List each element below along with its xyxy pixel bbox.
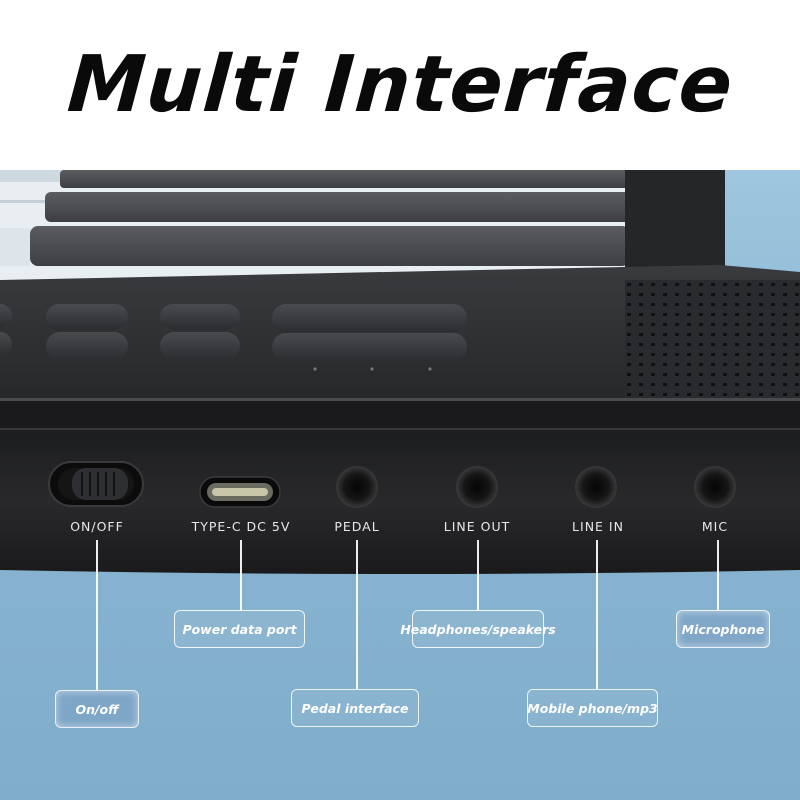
- mic-jack: [694, 466, 736, 508]
- leader-line-mobile: [596, 540, 598, 689]
- callout-power: Power data port: [174, 610, 305, 648]
- callout-onoff: On/off: [55, 690, 139, 728]
- title-banner: Multi Interface: [0, 0, 800, 170]
- speaker-grille: [625, 280, 800, 405]
- product-scene: ON/OFF TYPE-C DC 5V PEDAL LINE OUT LINE …: [0, 170, 800, 800]
- leader-line-microphone: [717, 540, 719, 610]
- port-label-pedal: PEDAL: [334, 519, 380, 534]
- port-label-mic: MIC: [701, 519, 729, 534]
- lineout-jack: [456, 466, 498, 508]
- port-label-linein: LINE IN: [572, 519, 624, 534]
- leader-line-headphones: [477, 540, 479, 610]
- keyboard-device: [0, 170, 800, 574]
- port-label-typec: TYPE-C DC 5V: [191, 519, 291, 534]
- pedal-jack: [336, 466, 378, 508]
- leader-line-power: [240, 540, 242, 610]
- leader-line-pedal: [356, 540, 358, 689]
- callout-microphone: Microphone: [676, 610, 770, 648]
- control-buttons: [0, 304, 467, 371]
- callout-headphones: Headphones/speakers: [400, 610, 556, 648]
- callout-pedal: Pedal interface: [291, 689, 419, 727]
- callout-mobile: Mobile phone/mp3: [527, 689, 658, 727]
- port-label-onoff: ON/OFF: [70, 519, 124, 534]
- typec-port: [199, 476, 281, 508]
- linein-jack: [575, 466, 617, 508]
- page-title: Multi Interface: [64, 40, 736, 130]
- leader-line-onoff: [96, 540, 98, 691]
- port-label-lineout: LINE OUT: [443, 519, 511, 534]
- piano-keys: [0, 170, 725, 280]
- onoff-switch: [48, 461, 144, 507]
